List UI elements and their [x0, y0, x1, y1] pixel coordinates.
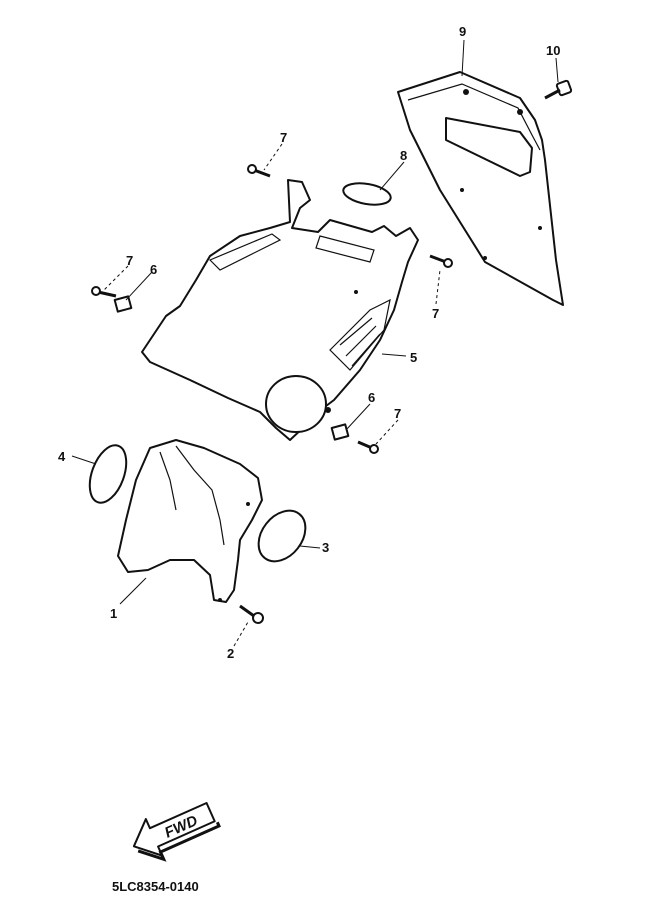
part-7-screws: [91, 164, 453, 454]
drawing-code: 5LC8354-0140: [112, 879, 199, 894]
part-10-bolt: [544, 79, 573, 100]
callout-7-top: 7: [280, 130, 287, 145]
callout-8: 8: [400, 148, 407, 163]
part-2-screw: [239, 604, 264, 624]
callout-7-bottom: 7: [394, 406, 401, 421]
fwd-arrow-icon: FWD: [132, 802, 221, 862]
callout-1: 1: [110, 606, 117, 621]
callout-9: 9: [459, 24, 466, 39]
part-6-nut-right: [330, 423, 350, 441]
part-8-grommet: [342, 182, 392, 206]
callout-6-left: 6: [150, 262, 157, 277]
callout-2: 2: [227, 646, 234, 661]
callout-6-right: 6: [368, 390, 375, 405]
callout-7-right: 7: [432, 306, 439, 321]
part-3-seal: [257, 509, 307, 563]
callout-labels: 1 2 3 4 5 6 6 7 7 7 7 8 9 10: [58, 24, 560, 661]
part-5-under-cowl: [141, 179, 419, 441]
callout-4: 4: [58, 449, 66, 464]
part-6-nut-left: [113, 295, 133, 313]
leader-lines: [71, 39, 559, 647]
part-4-seal: [88, 444, 128, 504]
callout-5: 5: [410, 350, 417, 365]
part-9-side-panel: [397, 71, 564, 306]
part-1-windshield: [117, 439, 263, 603]
callout-7-left: 7: [126, 253, 133, 268]
callout-3: 3: [322, 540, 329, 555]
callout-10: 10: [546, 43, 560, 58]
